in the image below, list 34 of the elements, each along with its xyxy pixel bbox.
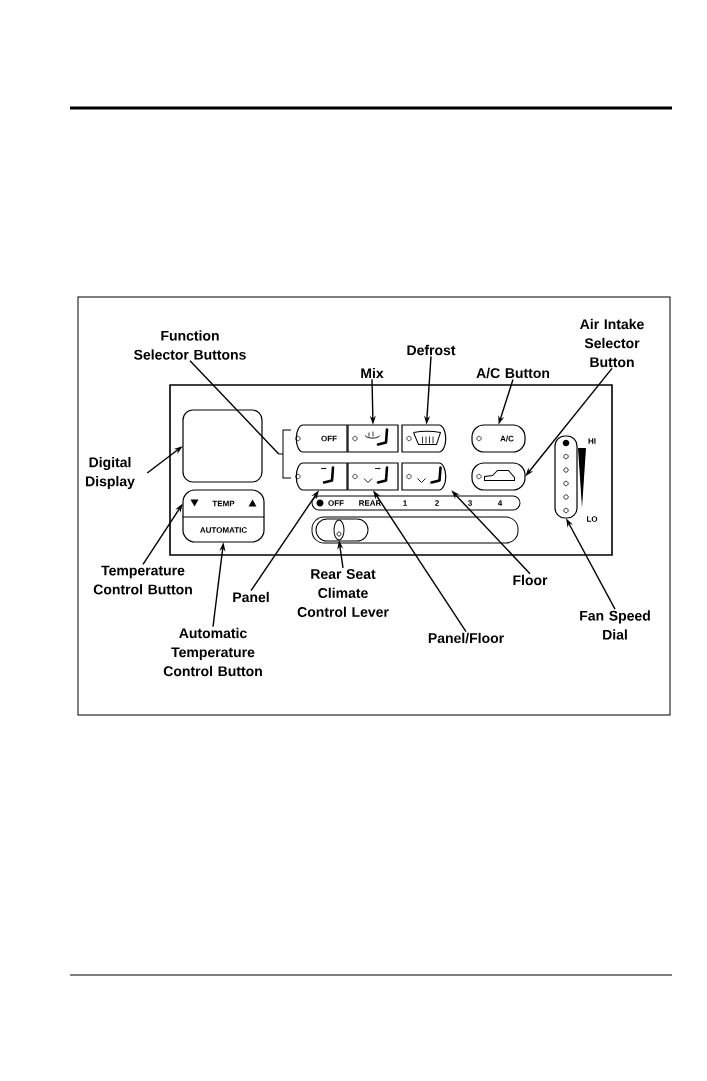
callout-label: Temperature Control Button xyxy=(93,565,192,595)
dial-label: LO xyxy=(587,516,598,522)
node-label: TEMP xyxy=(212,500,235,507)
callout-label: Digital Display xyxy=(86,457,135,490)
callout-label: Panel/Floor xyxy=(428,632,504,644)
panel-button xyxy=(295,462,348,491)
fan-speed-dial xyxy=(554,435,578,519)
callout-label: Rear Seat Climate Control Lever xyxy=(297,569,389,617)
floor-button xyxy=(401,462,447,491)
lever-knob xyxy=(333,519,345,541)
callout-label: Air Intake Selector Button xyxy=(580,318,644,368)
rear-fan-switch-strip: OFF REAR 1 2 3 4 xyxy=(311,495,521,511)
callout-label: Function Selector Buttons xyxy=(134,330,246,360)
lever-slot xyxy=(311,516,519,544)
callout-label: Panel xyxy=(233,591,269,603)
callout-label: A/C Button xyxy=(476,367,550,379)
temp-button: TEMP xyxy=(182,489,265,518)
callout-label: Defrost xyxy=(407,344,456,356)
callout-label: Automatic Temperature Control Button xyxy=(163,627,262,677)
callout-label: Fan Speed Dial xyxy=(580,610,650,640)
bracket xyxy=(278,429,292,479)
dial-label: HI xyxy=(588,438,596,444)
panel-floor-button xyxy=(347,462,399,491)
automatic-button: AUTOMATIC xyxy=(182,516,265,543)
callout-label: Floor xyxy=(513,574,548,586)
ac-button: A/C xyxy=(471,424,526,453)
callout-label: Mix xyxy=(361,367,384,379)
off-button: OFF xyxy=(295,424,348,453)
air-intake-button xyxy=(471,462,526,491)
control-panel xyxy=(169,384,613,556)
defrost-button xyxy=(401,424,447,453)
display-screen xyxy=(182,409,263,483)
leader-line xyxy=(189,360,280,455)
mix-button xyxy=(347,424,399,453)
